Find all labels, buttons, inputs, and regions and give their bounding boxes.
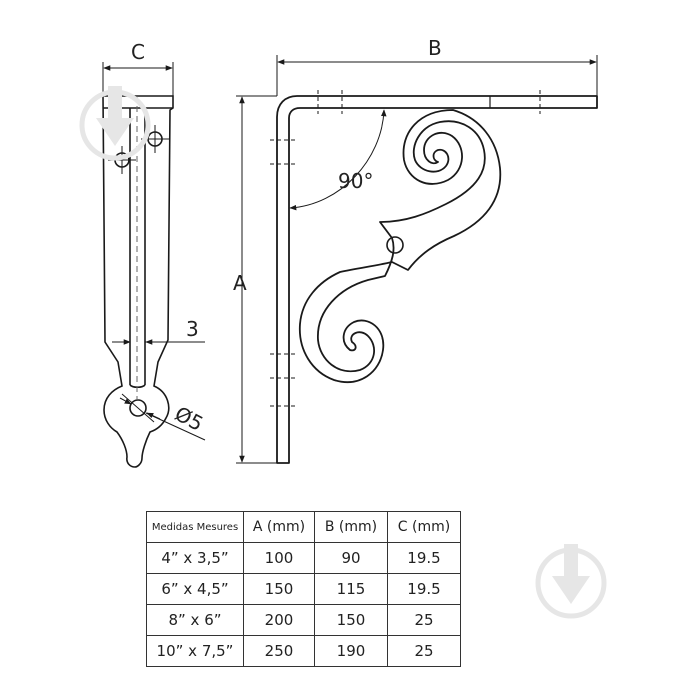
cell-b: 190 [314, 635, 388, 667]
watermark-logo-icon [535, 544, 607, 619]
table-row: 8” x 6” 200 150 25 [146, 604, 461, 636]
table-row: 4” x 3,5” 100 90 19.5 [146, 542, 461, 574]
angle-label: 90° [338, 169, 373, 193]
dimension-a-label: A [233, 271, 247, 295]
table-row: 6” x 4,5” 150 115 19.5 [146, 573, 461, 605]
table-row: 10” x 7,5” 250 190 25 [146, 635, 461, 667]
cell-b: 150 [314, 604, 388, 636]
angle-arc [289, 109, 387, 211]
cell-a: 150 [243, 573, 315, 605]
cell-c: 19.5 [387, 542, 461, 574]
cell-b: 115 [314, 573, 388, 605]
cell-size: 6” x 4,5” [146, 573, 244, 605]
cell-size: 4” x 3,5” [146, 542, 244, 574]
watermark-logo-icon [79, 86, 151, 161]
dimension-b [276, 55, 598, 96]
table-header-row: Medidas Mesures A (mm) B (mm) C (mm) [146, 511, 461, 543]
cell-c: 25 [387, 604, 461, 636]
front-hole [386, 236, 404, 254]
cell-size: 10” x 7,5” [146, 635, 244, 667]
cell-c: 25 [387, 635, 461, 667]
bracket-drawing: C 3 Ø5 B [102, 36, 598, 468]
side-hole-bottom [129, 399, 147, 417]
header-a: A (mm) [243, 511, 315, 543]
cell-a: 200 [243, 604, 315, 636]
dimension-c [102, 62, 174, 96]
dimension-thickness-label: 3 [186, 317, 199, 341]
dimension-hole-label: Ø5 [171, 401, 207, 436]
header-sizes: Medidas Mesures [146, 511, 244, 543]
cell-size: 8” x 6” [146, 604, 244, 636]
dimension-a [236, 95, 277, 464]
front-hole-marks [270, 90, 541, 407]
dimension-c-label: C [131, 40, 145, 64]
cell-a: 100 [243, 542, 315, 574]
front-view [276, 95, 598, 464]
dimension-hole [119, 397, 206, 441]
cell-b: 90 [314, 542, 388, 574]
header-c: C (mm) [387, 511, 461, 543]
cell-a: 250 [243, 635, 315, 667]
cell-c: 19.5 [387, 573, 461, 605]
dimension-b-label: B [428, 36, 442, 60]
size-table: Medidas Mesures A (mm) B (mm) C (mm) 4” … [146, 511, 461, 667]
header-b: B (mm) [314, 511, 388, 543]
